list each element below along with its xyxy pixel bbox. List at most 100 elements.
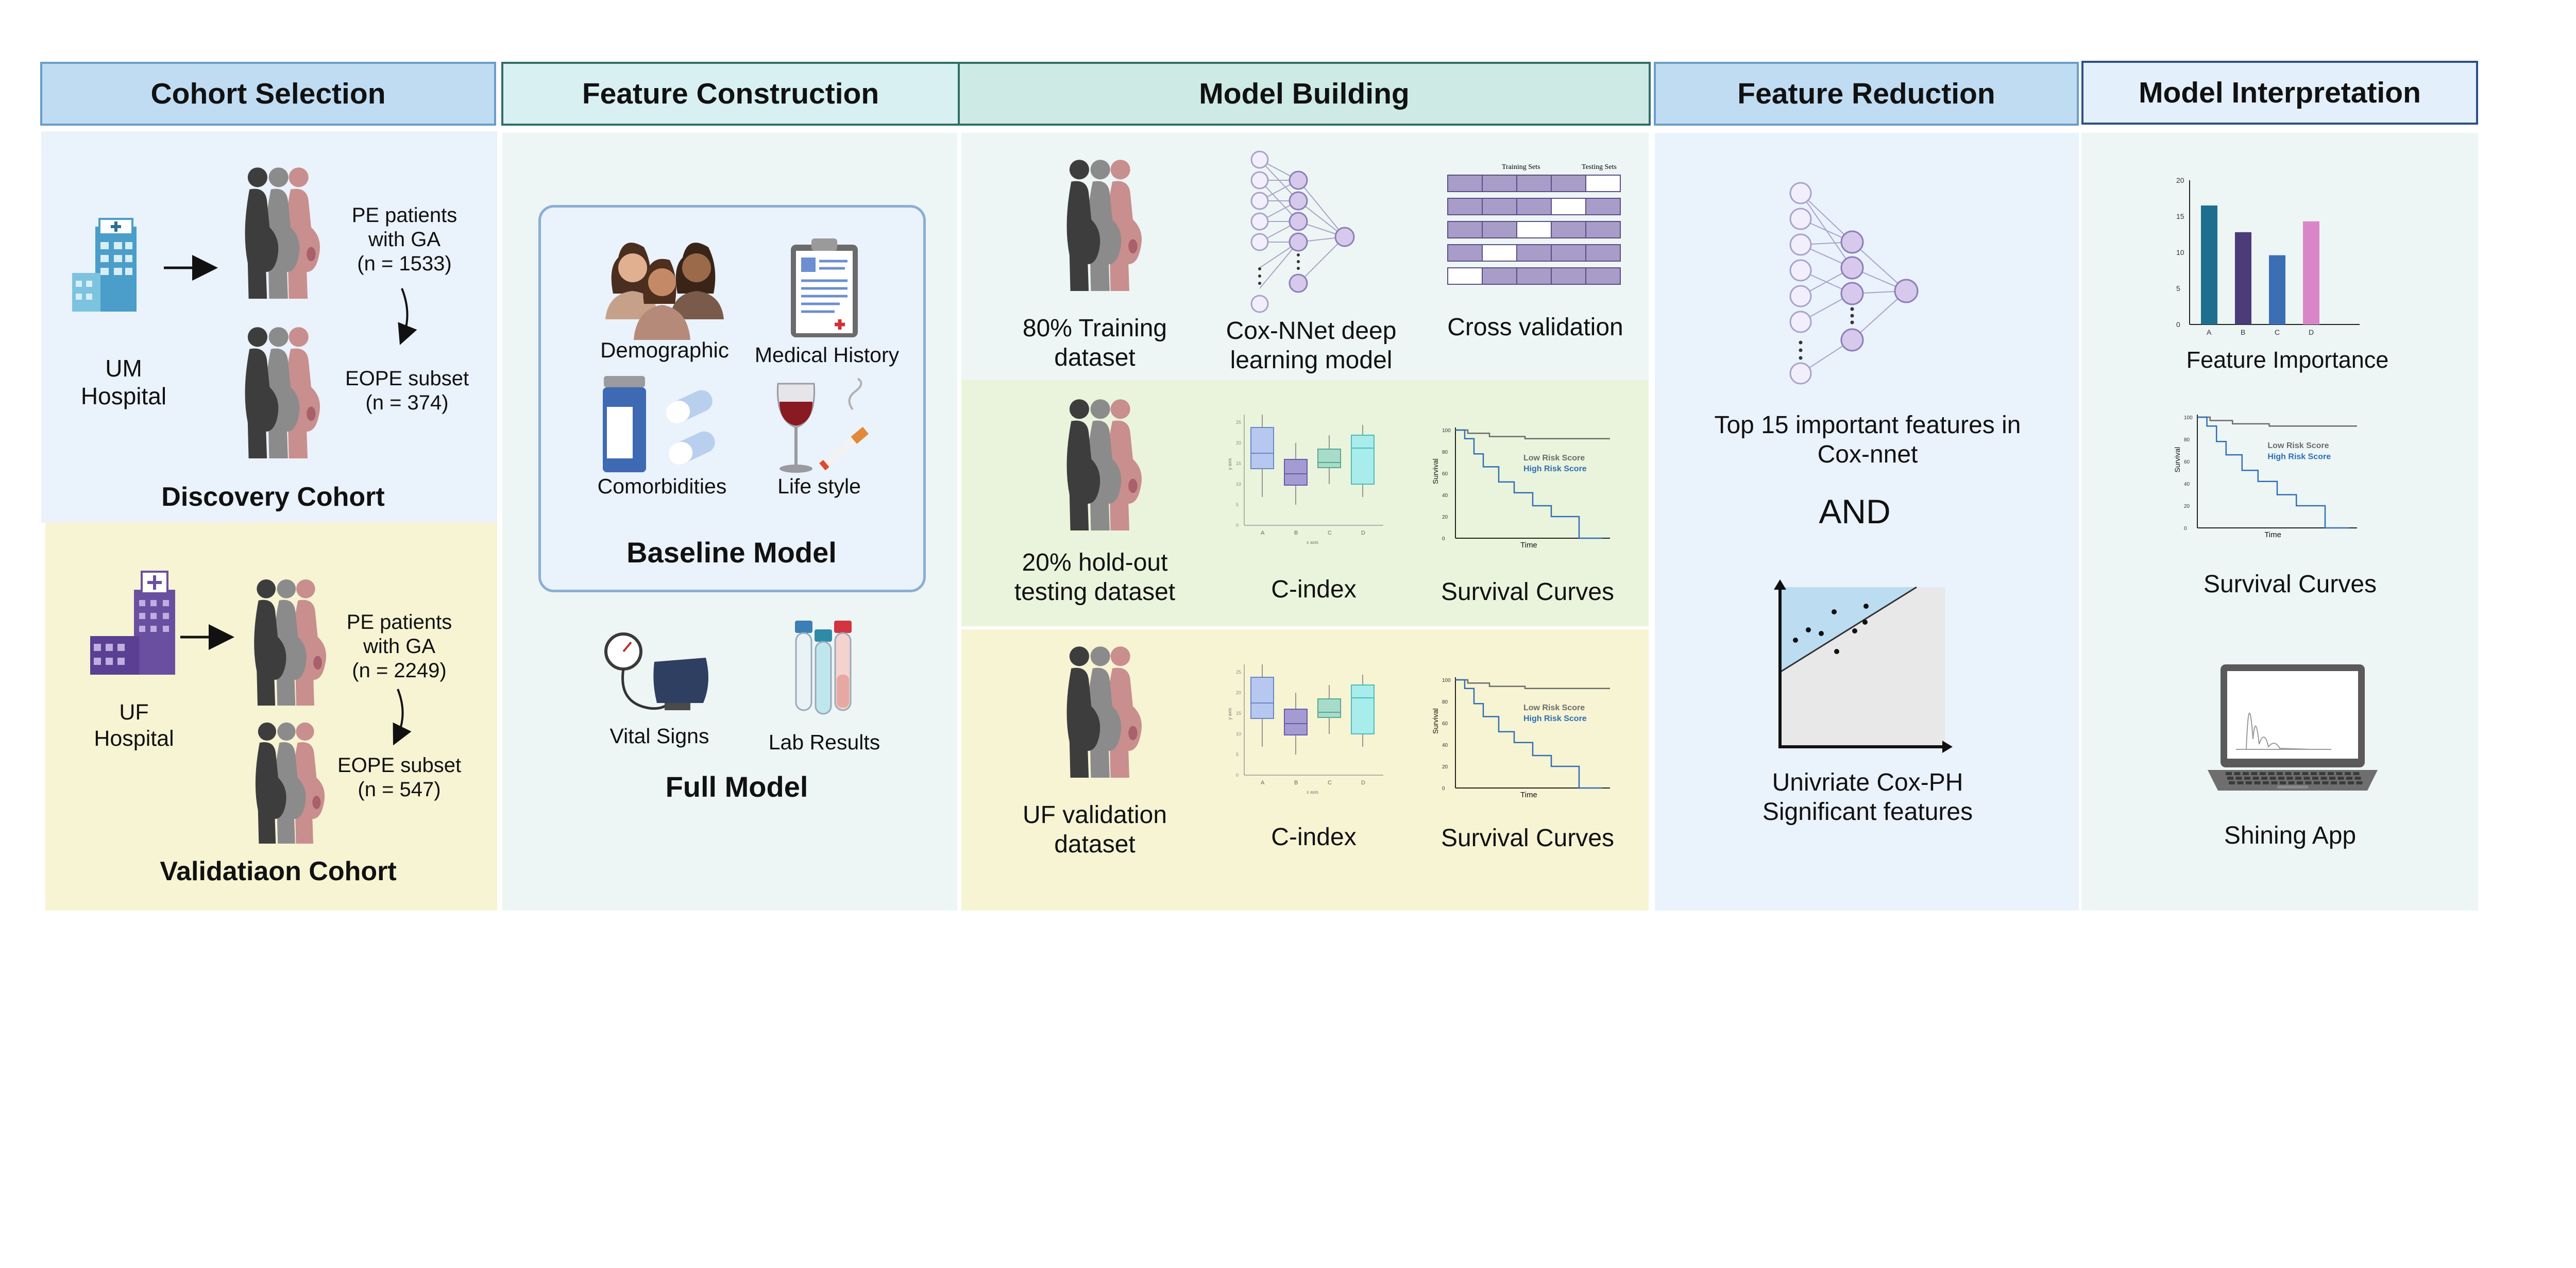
cv-fold-cell — [1447, 267, 1483, 285]
life-style-label: Life style — [777, 474, 861, 498]
y-tick-label: 100 — [2184, 415, 2193, 421]
laptop-key — [2353, 772, 2360, 775]
medical-history-icon — [791, 238, 858, 337]
box — [1284, 459, 1308, 486]
y-tick-label: 20 — [1442, 764, 1448, 770]
baseline-model-title: Baseline Model — [626, 536, 837, 569]
validation-cohort-title: Validatiaon Cohort — [160, 856, 397, 886]
curved-arrow-icon — [393, 689, 412, 746]
laptop-key — [2280, 781, 2286, 784]
survival-curves-label: Survival Curves — [2203, 571, 2377, 598]
laptop-key — [2288, 781, 2295, 784]
discovery-cohort-title: Discovery Cohort — [161, 482, 385, 512]
header-feature-construction: Feature Construction — [501, 62, 960, 126]
x-tick-label: A — [1261, 530, 1265, 536]
laptop-key — [2286, 777, 2293, 780]
laptop-key — [2328, 772, 2334, 775]
y-tick-label: 20 — [1236, 690, 1241, 695]
x-tick-label: C — [1328, 530, 1332, 536]
low-risk-legend: Low Risk Score — [1523, 704, 1585, 712]
x-axis-label: x axis — [1307, 790, 1319, 795]
laptop-key — [2263, 781, 2269, 784]
y-axis-label: Survival — [2173, 447, 2181, 473]
cv-fold-cell — [1447, 221, 1483, 238]
y-tick-label: 0 — [1442, 786, 1445, 792]
y-tick-label: 15 — [2176, 212, 2184, 220]
laptop-key — [2251, 772, 2258, 775]
x-tick-label: C — [1328, 780, 1332, 786]
vital-signs-icon — [604, 632, 708, 710]
header-label: Model Building — [1199, 77, 1410, 110]
x-axis-label: Time — [1520, 541, 1537, 550]
uf-hospital-label: UF Hospital — [94, 700, 174, 751]
high-risk-legend: High Risk Score — [1523, 714, 1587, 723]
demographic-icon — [605, 243, 724, 340]
curved-arrow-icon — [398, 288, 417, 345]
comorbidities-label: Comorbidities — [597, 474, 727, 498]
y-tick-label: 100 — [1442, 678, 1451, 683]
laptop-key — [2229, 781, 2235, 784]
y-tick-label: 0 — [2184, 526, 2187, 532]
y-tick-label: 60 — [1442, 721, 1448, 727]
arrow-right-icon — [180, 624, 234, 650]
x-axis-label: Time — [1520, 791, 1537, 799]
laptop-key — [2235, 777, 2242, 780]
y-tick-label: 60 — [2184, 459, 2190, 465]
bar-a — [2201, 205, 2217, 324]
laptop-key — [2269, 777, 2276, 780]
high-risk-curve — [1455, 429, 1602, 539]
arrow-right-icon — [164, 255, 218, 281]
y-tick-label: 0 — [1236, 773, 1239, 778]
laptop-key — [2227, 777, 2233, 780]
laptop-key — [2278, 777, 2284, 780]
vital-signs-label: Vital Signs — [609, 724, 709, 748]
cv-fold-cell — [1482, 267, 1517, 285]
y-tick-label: 25 — [1236, 670, 1241, 675]
cv-fold-cell — [1516, 267, 1552, 285]
y-tick-label: 25 — [1236, 420, 1241, 425]
laptop-key — [2243, 772, 2249, 775]
y-tick-label: 20 — [2176, 176, 2184, 184]
laptop-key — [2271, 781, 2278, 784]
pregnant-women-icon — [1043, 397, 1162, 530]
cv-fold-cell — [1551, 267, 1586, 285]
laptop-key — [2311, 772, 2317, 775]
laptop-key — [2346, 777, 2352, 780]
laptop-key — [2336, 772, 2343, 775]
life-style-icon — [776, 378, 869, 473]
cv-fold-cell — [1482, 175, 1517, 192]
cross-validation-icon: Training Sets Testing Sets — [1447, 163, 1621, 285]
cv-fold-cell — [1551, 244, 1586, 262]
y-tick-label: 80 — [2184, 437, 2190, 443]
um-hospital-label: UM Hospital — [80, 355, 167, 410]
high-risk-curve — [2197, 416, 2349, 529]
eope-subset-um-label: EOPE subset (n = 374) — [345, 367, 469, 415]
cindex-label: C-index — [1271, 576, 1357, 603]
x-axis-label: Time — [2264, 530, 2281, 539]
neural-network-icon — [1250, 150, 1355, 313]
y-tick-label: 60 — [1442, 471, 1448, 477]
high-risk-legend: High Risk Score — [1523, 465, 1587, 473]
um-hospital-icon — [72, 218, 137, 312]
header-cohort-selection: Cohort Selection — [40, 62, 496, 126]
laptop-key — [2246, 781, 2252, 784]
cv-fold-cell — [1585, 175, 1621, 192]
laptop-key — [2312, 777, 2318, 780]
laptop-key — [2297, 781, 2303, 784]
laptop-key — [2354, 777, 2361, 780]
x-tick-label: D — [1361, 530, 1365, 536]
laptop-key — [2295, 777, 2301, 780]
feature-importance-label: Feature Importance — [2186, 347, 2389, 373]
cv-fold-cell — [1585, 267, 1621, 285]
box — [1351, 684, 1375, 734]
laptop-key — [2302, 772, 2309, 775]
bar-d — [2303, 221, 2319, 324]
survival-curves-label: Survival Curves — [1440, 578, 1615, 606]
pregnant-women-icon — [1043, 157, 1162, 291]
x-axis-label: x axis — [1307, 540, 1319, 545]
low-risk-curve — [1455, 429, 1610, 440]
pregnant-women-icon — [232, 577, 345, 706]
